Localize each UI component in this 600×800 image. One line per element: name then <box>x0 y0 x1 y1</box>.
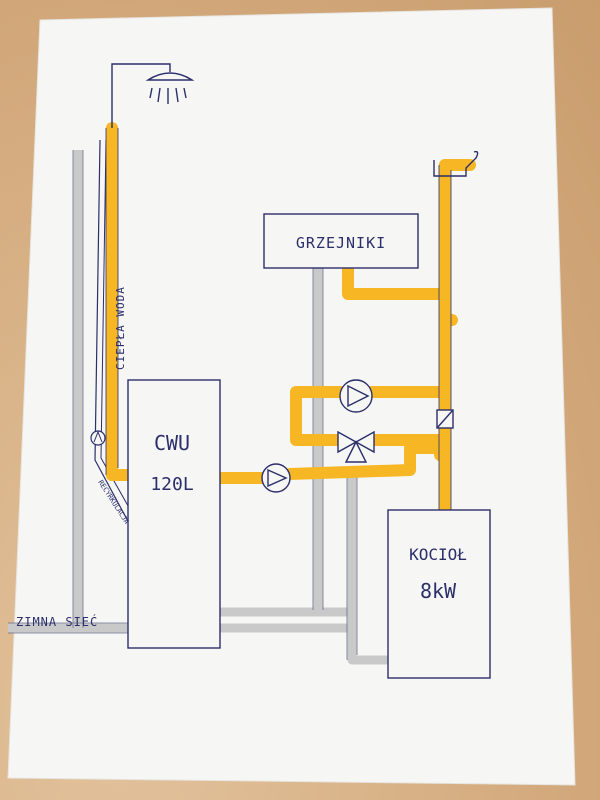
shower-icon <box>111 63 195 128</box>
boiler-box <box>387 509 491 679</box>
cold-riser-pump-icon <box>90 430 106 446</box>
heater-supply-pipe <box>342 262 451 300</box>
pump-loop-left <box>290 386 346 446</box>
tank-label-line1: CWU <box>154 431 190 455</box>
boiler-label-line2: 8kW <box>420 579 457 603</box>
tap-icon <box>433 150 479 177</box>
tank-label-line2: 120L <box>150 474 194 495</box>
heaters-label: GRZEJNIKI <box>296 234 386 252</box>
hot-water-tank <box>127 379 221 649</box>
heaters-box <box>263 213 419 269</box>
boiler-label-line1: KOCIOŁ <box>409 545 467 564</box>
boiler-return-pipe <box>347 470 390 665</box>
pump-feed-pipe <box>284 444 416 480</box>
hot-water-label: CIEPŁA WODA <box>114 286 127 370</box>
check-valve-icon <box>436 409 454 429</box>
cold-mains-label: ZIMNA SIEĆ <box>16 614 98 629</box>
tank-pump-icon <box>261 463 291 493</box>
circulation-pipe <box>94 139 131 526</box>
pump-icon <box>339 379 373 413</box>
mixing-valve-icon <box>337 430 375 463</box>
